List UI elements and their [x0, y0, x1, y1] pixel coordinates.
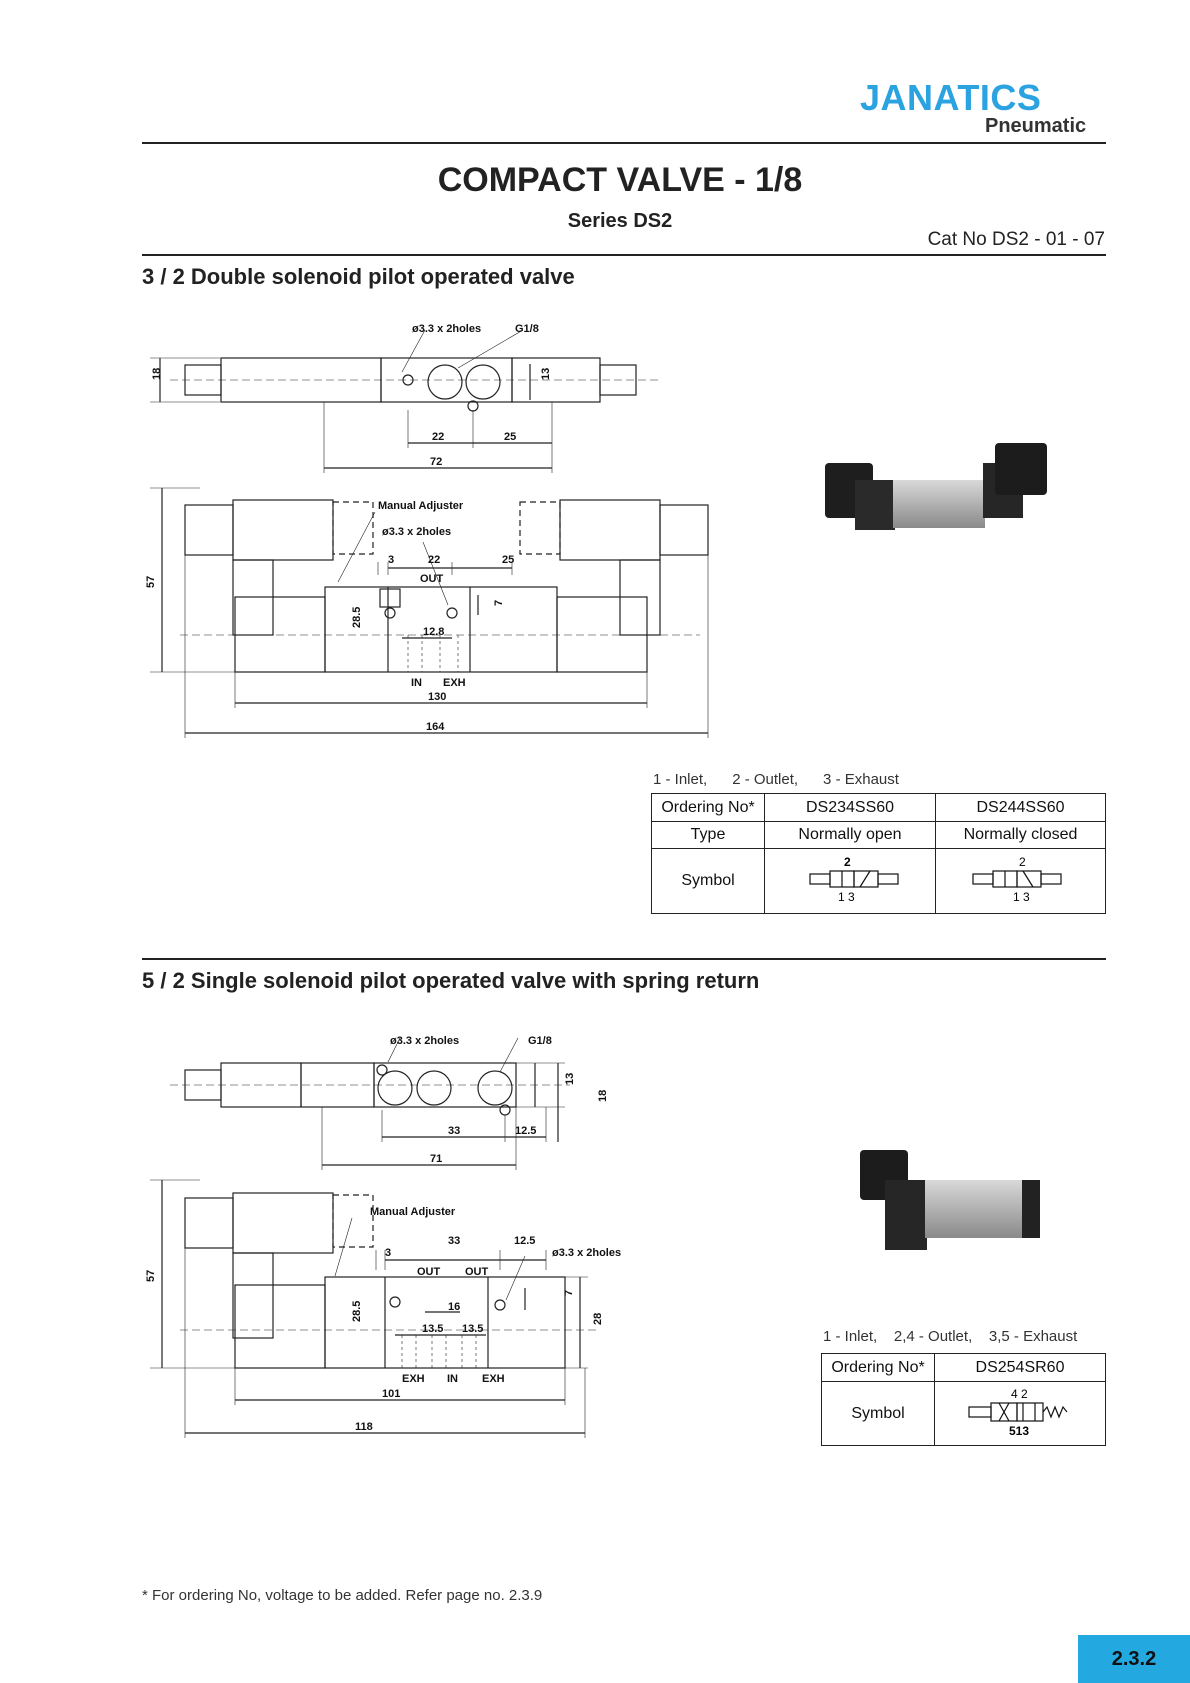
dim-57: 57	[145, 576, 157, 588]
ordering-no-ds234: DS234SS60	[764, 793, 936, 822]
symbol-no-port-bottom: 1 3	[838, 890, 855, 904]
dim2-33: 33	[448, 1125, 460, 1137]
dim-3: 3	[388, 554, 394, 566]
dim2-7: 7	[563, 1290, 575, 1296]
ordering-no-ds254: DS254SR60	[934, 1353, 1106, 1382]
section1-drawing: ø3.3 x 2holes G1/8 18 13 22 25 72 Manual…	[145, 323, 709, 738]
section2-heading: 5 / 2 Single solenoid pilot operated val…	[142, 968, 760, 993]
dim-130: 130	[428, 691, 446, 703]
dim2-18: 18	[597, 1090, 609, 1102]
dim2-101: 101	[382, 1388, 400, 1400]
dim2-holes-front: ø3.3 x 2holes	[552, 1247, 621, 1259]
symbol-normally-closed: 2 1 3	[935, 848, 1106, 914]
label-in: IN	[411, 677, 422, 689]
dim2-13-5-a: 13.5	[422, 1323, 443, 1335]
symbol-label-2: Symbol	[821, 1381, 935, 1446]
dim2-12-5-front: 12.5	[514, 1235, 535, 1247]
symbol-5-2-port-top: 4 2	[1011, 1387, 1028, 1401]
symbol-normally-open: 2 1 3	[764, 848, 936, 914]
symbol-5-2: 4 2 513	[934, 1381, 1106, 1446]
dim2-13: 13	[564, 1073, 576, 1085]
page-number: 2.3.2	[1111, 1648, 1157, 1670]
valve-symbol-5-2: 4 2 513	[968, 1387, 1068, 1438]
ordering-no-ds244: DS244SS60	[935, 793, 1106, 822]
dim-7: 7	[493, 600, 505, 606]
section1-heading: 3 / 2 Double solenoid pilot operated val…	[142, 264, 575, 289]
symbol-5-2-port-bottom: 513	[1009, 1424, 1029, 1438]
symbol-label: Symbol	[651, 848, 765, 914]
dim2-16: 16	[448, 1301, 460, 1313]
dim2-28-5: 28.5	[351, 1301, 363, 1322]
valve-photo-double-solenoid	[815, 435, 1055, 545]
symbol-nc-port-top: 2	[1019, 855, 1026, 869]
label-out: OUT	[420, 573, 444, 585]
symbol-no-port-top: 2	[844, 855, 851, 869]
type-normally-open: Normally open	[764, 821, 936, 849]
ordering-no-label-2: Ordering No*	[821, 1353, 935, 1382]
label-manual-adjuster: Manual Adjuster	[378, 500, 464, 512]
valve-symbol-nc: 2 1 3	[971, 855, 1062, 904]
label2-in: IN	[447, 1373, 458, 1385]
dim-port-top: G1/8	[515, 323, 539, 335]
dim2-118: 118	[355, 1421, 373, 1433]
type-label: Type	[651, 821, 765, 849]
page-subtitle: Series DS2	[567, 210, 673, 232]
dim2-33-front: 33	[448, 1235, 460, 1247]
dim-28-5: 28.5	[351, 607, 363, 628]
label2-manual-adjuster: Manual Adjuster	[370, 1206, 456, 1218]
dim-holes-front: ø3.3 x 2holes	[382, 526, 451, 538]
valve-symbol-no: 2 1 3	[809, 855, 899, 904]
dim2-57: 57	[145, 1270, 157, 1282]
dim2-12-5: 12.5	[515, 1125, 536, 1137]
dim2-3: 3	[385, 1247, 391, 1259]
catalog-number: Cat No DS2 - 01 - 07	[927, 229, 1105, 250]
dim-13: 13	[540, 368, 552, 380]
brand-logo: JANATICS	[860, 77, 1042, 118]
dim-22: 22	[432, 431, 444, 443]
dim2-holes-top: ø3.3 x 2holes	[390, 1035, 459, 1047]
dim2-13-5-b: 13.5	[462, 1323, 483, 1335]
page-title: COMPACT VALVE - 1/8	[437, 161, 803, 199]
ordering-no-label: Ordering No*	[651, 793, 765, 822]
section2-drawing: ø3.3 x 2holes G1/8 13 18 33 12.5 71 Manu…	[145, 1035, 621, 1438]
dim2-28: 28	[592, 1313, 604, 1325]
type-normally-closed: Normally closed	[935, 821, 1106, 849]
dim-25-front: 25	[502, 554, 514, 566]
label2-exh-1: EXH	[402, 1373, 425, 1385]
section2-spec-table: Ordering No* DS254SR60 Symbol 4 2 513	[821, 1353, 1106, 1446]
label2-exh-2: EXH	[482, 1373, 505, 1385]
dim2-port-top: G1/8	[528, 1035, 552, 1047]
dim-12-8: 12.8	[423, 626, 444, 638]
label-exh: EXH	[443, 677, 466, 689]
section2-legend: 1 - Inlet, 2,4 - Outlet, 3,5 - Exhaust	[823, 1328, 1078, 1345]
dim-18: 18	[151, 368, 163, 380]
dim-holes-top: ø3.3 x 2holes	[412, 323, 481, 335]
section1-legend: 1 - Inlet, 2 - Outlet, 3 - Exhaust	[653, 771, 899, 788]
section1-spec-table: Ordering No* DS234SS60 DS244SS60 Type No…	[651, 793, 1106, 914]
title-rule	[142, 254, 1106, 256]
dim2-71: 71	[430, 1153, 442, 1165]
brand-tagline: Pneumatic	[985, 115, 1087, 137]
label2-out-1: OUT	[417, 1266, 441, 1278]
dim-164: 164	[426, 721, 445, 733]
symbol-nc-port-bottom: 1 3	[1013, 890, 1030, 904]
valve-photo-single-solenoid	[850, 1140, 1050, 1260]
dim-22-front: 22	[428, 554, 440, 566]
footnote: * For ordering No, voltage to be added. …	[142, 1587, 543, 1604]
section-rule	[142, 958, 1106, 960]
label2-out-2: OUT	[465, 1266, 489, 1278]
dim-72: 72	[430, 456, 442, 468]
dim-25: 25	[504, 431, 516, 443]
page-number-box	[1078, 1635, 1190, 1683]
header-rule	[142, 142, 1106, 144]
